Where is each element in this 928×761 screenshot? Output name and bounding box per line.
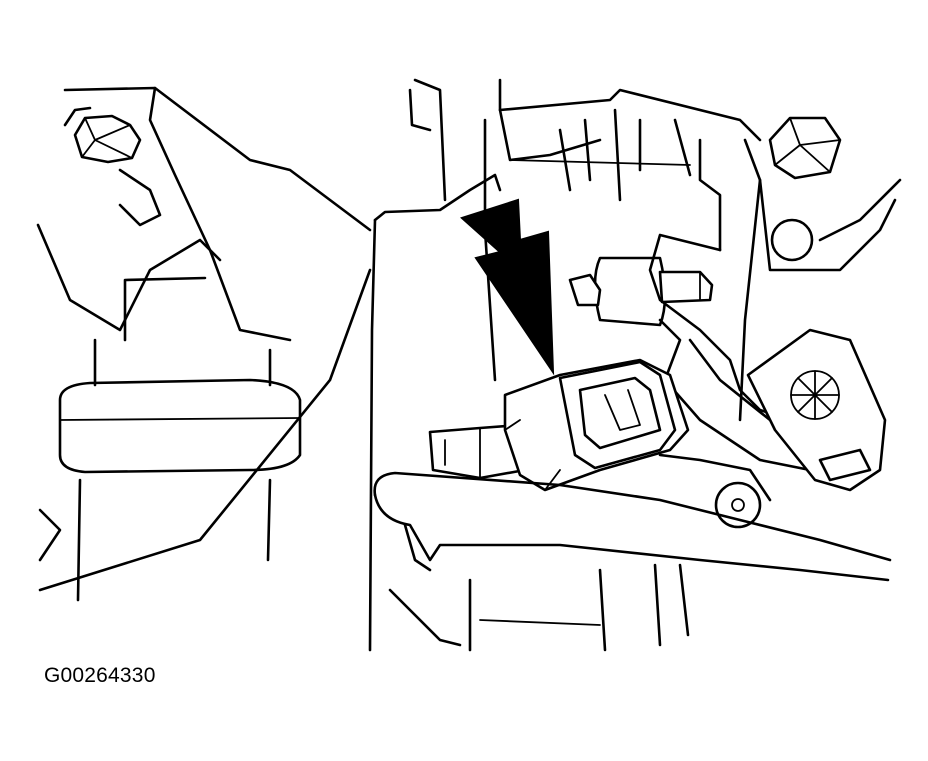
figure-identifier: G00264330 <box>44 664 156 687</box>
left-mount-bracket <box>36 86 372 602</box>
lower-frame <box>388 563 690 652</box>
retaining-clip-icon <box>746 328 887 492</box>
hex-bolt-right-icon <box>768 116 842 180</box>
hex-bolt-left-icon <box>73 114 142 164</box>
upper-switch-body <box>568 256 714 327</box>
pedal-support-plate <box>368 78 762 652</box>
pointer-arrow-icon <box>460 198 555 376</box>
lower-pedal-bar <box>373 453 892 582</box>
right-bracket <box>738 138 902 422</box>
brake-light-switch <box>428 358 690 492</box>
pedal-arm <box>648 233 812 472</box>
